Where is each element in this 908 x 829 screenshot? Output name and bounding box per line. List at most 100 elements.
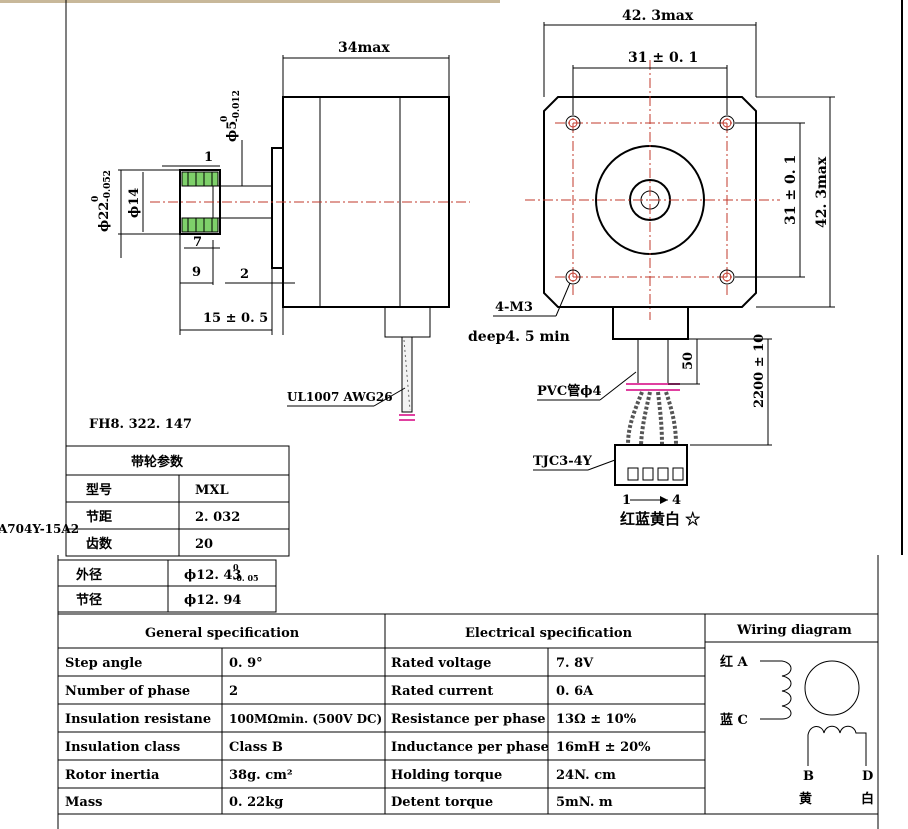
- wire: [664, 391, 678, 446]
- side-view: 34max ϕ5 0 -0.012 ϕ22 0 -0.052 ϕ14 1 7: [91, 40, 470, 421]
- pulley: [179, 169, 221, 235]
- pulley-row-value: MXL: [195, 483, 229, 498]
- shaft-dim-group: ϕ5 0 -0.012: [220, 90, 242, 142]
- general-value: 0. 9°: [229, 656, 263, 671]
- width-label: 42. 3max: [622, 8, 694, 24]
- pulley-row-label: 节距: [86, 509, 112, 525]
- mount-hole-inner: [568, 272, 578, 282]
- pulley-teeth-top: [181, 171, 219, 187]
- dim-7-label: 7: [193, 235, 202, 250]
- model-fragment: A704Y-15A2: [0, 522, 79, 536]
- dim-50-label: 50: [681, 352, 696, 370]
- coil-bd: [807, 725, 867, 766]
- height-group: 42. 3max: [814, 156, 830, 228]
- general-value: 38g. cm²: [229, 768, 293, 783]
- hole-v-group: 31 ± 0. 1: [783, 155, 799, 225]
- cable-texture: [403, 339, 411, 411]
- motor-front-face: [543, 96, 757, 308]
- electrical-value: 13Ω ± 10%: [556, 712, 637, 727]
- pvc-label: PVC管ϕ4: [537, 383, 602, 399]
- pulley-table-title: 带轮参数: [131, 454, 184, 470]
- electrical-label: Holding torque: [391, 768, 502, 783]
- height-label: 42. 3max: [814, 156, 830, 228]
- front-view: 42. 3max 31 ± 0. 1 31 ± 0. 1 42. 3max 4-…: [468, 8, 835, 528]
- pulley-dim-group: ϕ22 0 -0.052: [91, 170, 113, 232]
- dim-34max-label: 34max: [338, 40, 390, 56]
- hub-dim-group: ϕ14: [127, 188, 142, 218]
- dim-2-label: 2: [240, 267, 249, 282]
- wire-a-label: 红 A: [720, 654, 749, 670]
- pvc-tube: [637, 338, 669, 385]
- hole-spacing-label: 31 ± 0. 1: [628, 50, 698, 66]
- coil-ac: [760, 660, 792, 720]
- depth-label: deep4. 5 min: [468, 329, 570, 345]
- electrical-label: Inductance per phase: [391, 740, 549, 755]
- connector-callout-leader: [587, 459, 616, 471]
- general-header: General specification: [145, 626, 300, 641]
- pulley-row-value: 20: [195, 537, 213, 552]
- pulley-row-label: 外径: [75, 567, 102, 583]
- general-label: Mass: [65, 795, 102, 810]
- general-label: Rotor inertia: [65, 768, 160, 783]
- pulley-od-tol-upper: 0: [91, 196, 101, 202]
- connector-pin: [672, 467, 684, 481]
- electrical-label: Rated voltage: [391, 656, 491, 671]
- pulley-table-frame: [65, 445, 290, 557]
- mount-hole: [719, 269, 735, 285]
- electrical-value: 16mH ± 20%: [556, 740, 651, 755]
- general-label: Insulation class: [65, 740, 180, 755]
- motor-symbol-circle: [804, 660, 860, 716]
- general-value: 0. 22kg: [229, 795, 283, 810]
- general-value: 2: [229, 684, 238, 699]
- electrical-value: 24N. cm: [556, 768, 616, 783]
- wire-b-label: B: [803, 769, 814, 784]
- connector-label: TJC3-4Y: [533, 454, 593, 469]
- electrical-label: Resistance per phase: [391, 712, 546, 727]
- hole-spacing-v-label: 31 ± 0. 1: [783, 155, 799, 225]
- mount-hole-inner: [722, 272, 732, 282]
- part-number: FH8. 322. 147: [89, 417, 192, 432]
- shaft-tol-upper: 0: [220, 116, 230, 122]
- dim-15-label: 15 ± 0. 5: [203, 311, 268, 326]
- pulley-table: 带轮参数 型号 MXL 节距 2. 032 齿数 20 外径 ϕ12. 43 0…: [57, 445, 290, 613]
- electrical-label: Rated current: [391, 684, 493, 699]
- pin-left-label: 1: [622, 493, 631, 508]
- wire: [626, 391, 644, 446]
- outer-dia-tol-lower: -0. 05: [233, 573, 259, 583]
- wire-c-label: 蓝 C: [720, 712, 748, 728]
- pulley-row-label: 型号: [86, 482, 112, 498]
- pulley-hub-label: ϕ14: [127, 188, 142, 218]
- electrical-header: Electrical specification: [465, 626, 633, 641]
- pvc-callout-leader: [599, 371, 637, 401]
- wire-d-color: 白: [861, 791, 874, 807]
- connector-pin: [657, 467, 669, 481]
- pin-arrow-head: [660, 496, 668, 504]
- general-label: Step angle: [65, 656, 142, 671]
- dim-2200-group: 2200 ± 10: [752, 334, 767, 408]
- spec-table: General specification Electrical specifi…: [57, 555, 879, 829]
- pulley-row-value: ϕ12. 94: [184, 593, 241, 608]
- pulley-od-tol-lower: -0.052: [103, 170, 113, 202]
- cable-length-label: 2200 ± 10: [752, 334, 767, 408]
- wire-d-label: D: [862, 769, 873, 784]
- thread-callout-leader: [555, 282, 571, 317]
- electrical-value: 0. 6A: [556, 684, 594, 699]
- top-border-strip: [0, 0, 500, 3]
- front-flange: [271, 147, 284, 269]
- pulley-row-value: 2. 032: [195, 510, 240, 525]
- mount-hole: [719, 115, 735, 131]
- front-cable-exit: [612, 306, 689, 340]
- connector-pin: [642, 467, 654, 481]
- general-value: 100MΩmin. (500V DC): [229, 712, 382, 726]
- mount-hole: [565, 269, 581, 285]
- wire-colors-label: 红蓝黄白 ☆: [620, 510, 700, 528]
- cable-callout-leader: [373, 387, 406, 407]
- pin-right-label: 4: [672, 493, 681, 508]
- cable-label: UL1007 AWG26: [287, 390, 393, 404]
- cable: [401, 336, 413, 413]
- wire: [656, 391, 664, 446]
- pulley-row-value: ϕ12. 43: [184, 568, 241, 583]
- connector-pin: [627, 467, 639, 481]
- dim-9-label: 9: [192, 265, 201, 280]
